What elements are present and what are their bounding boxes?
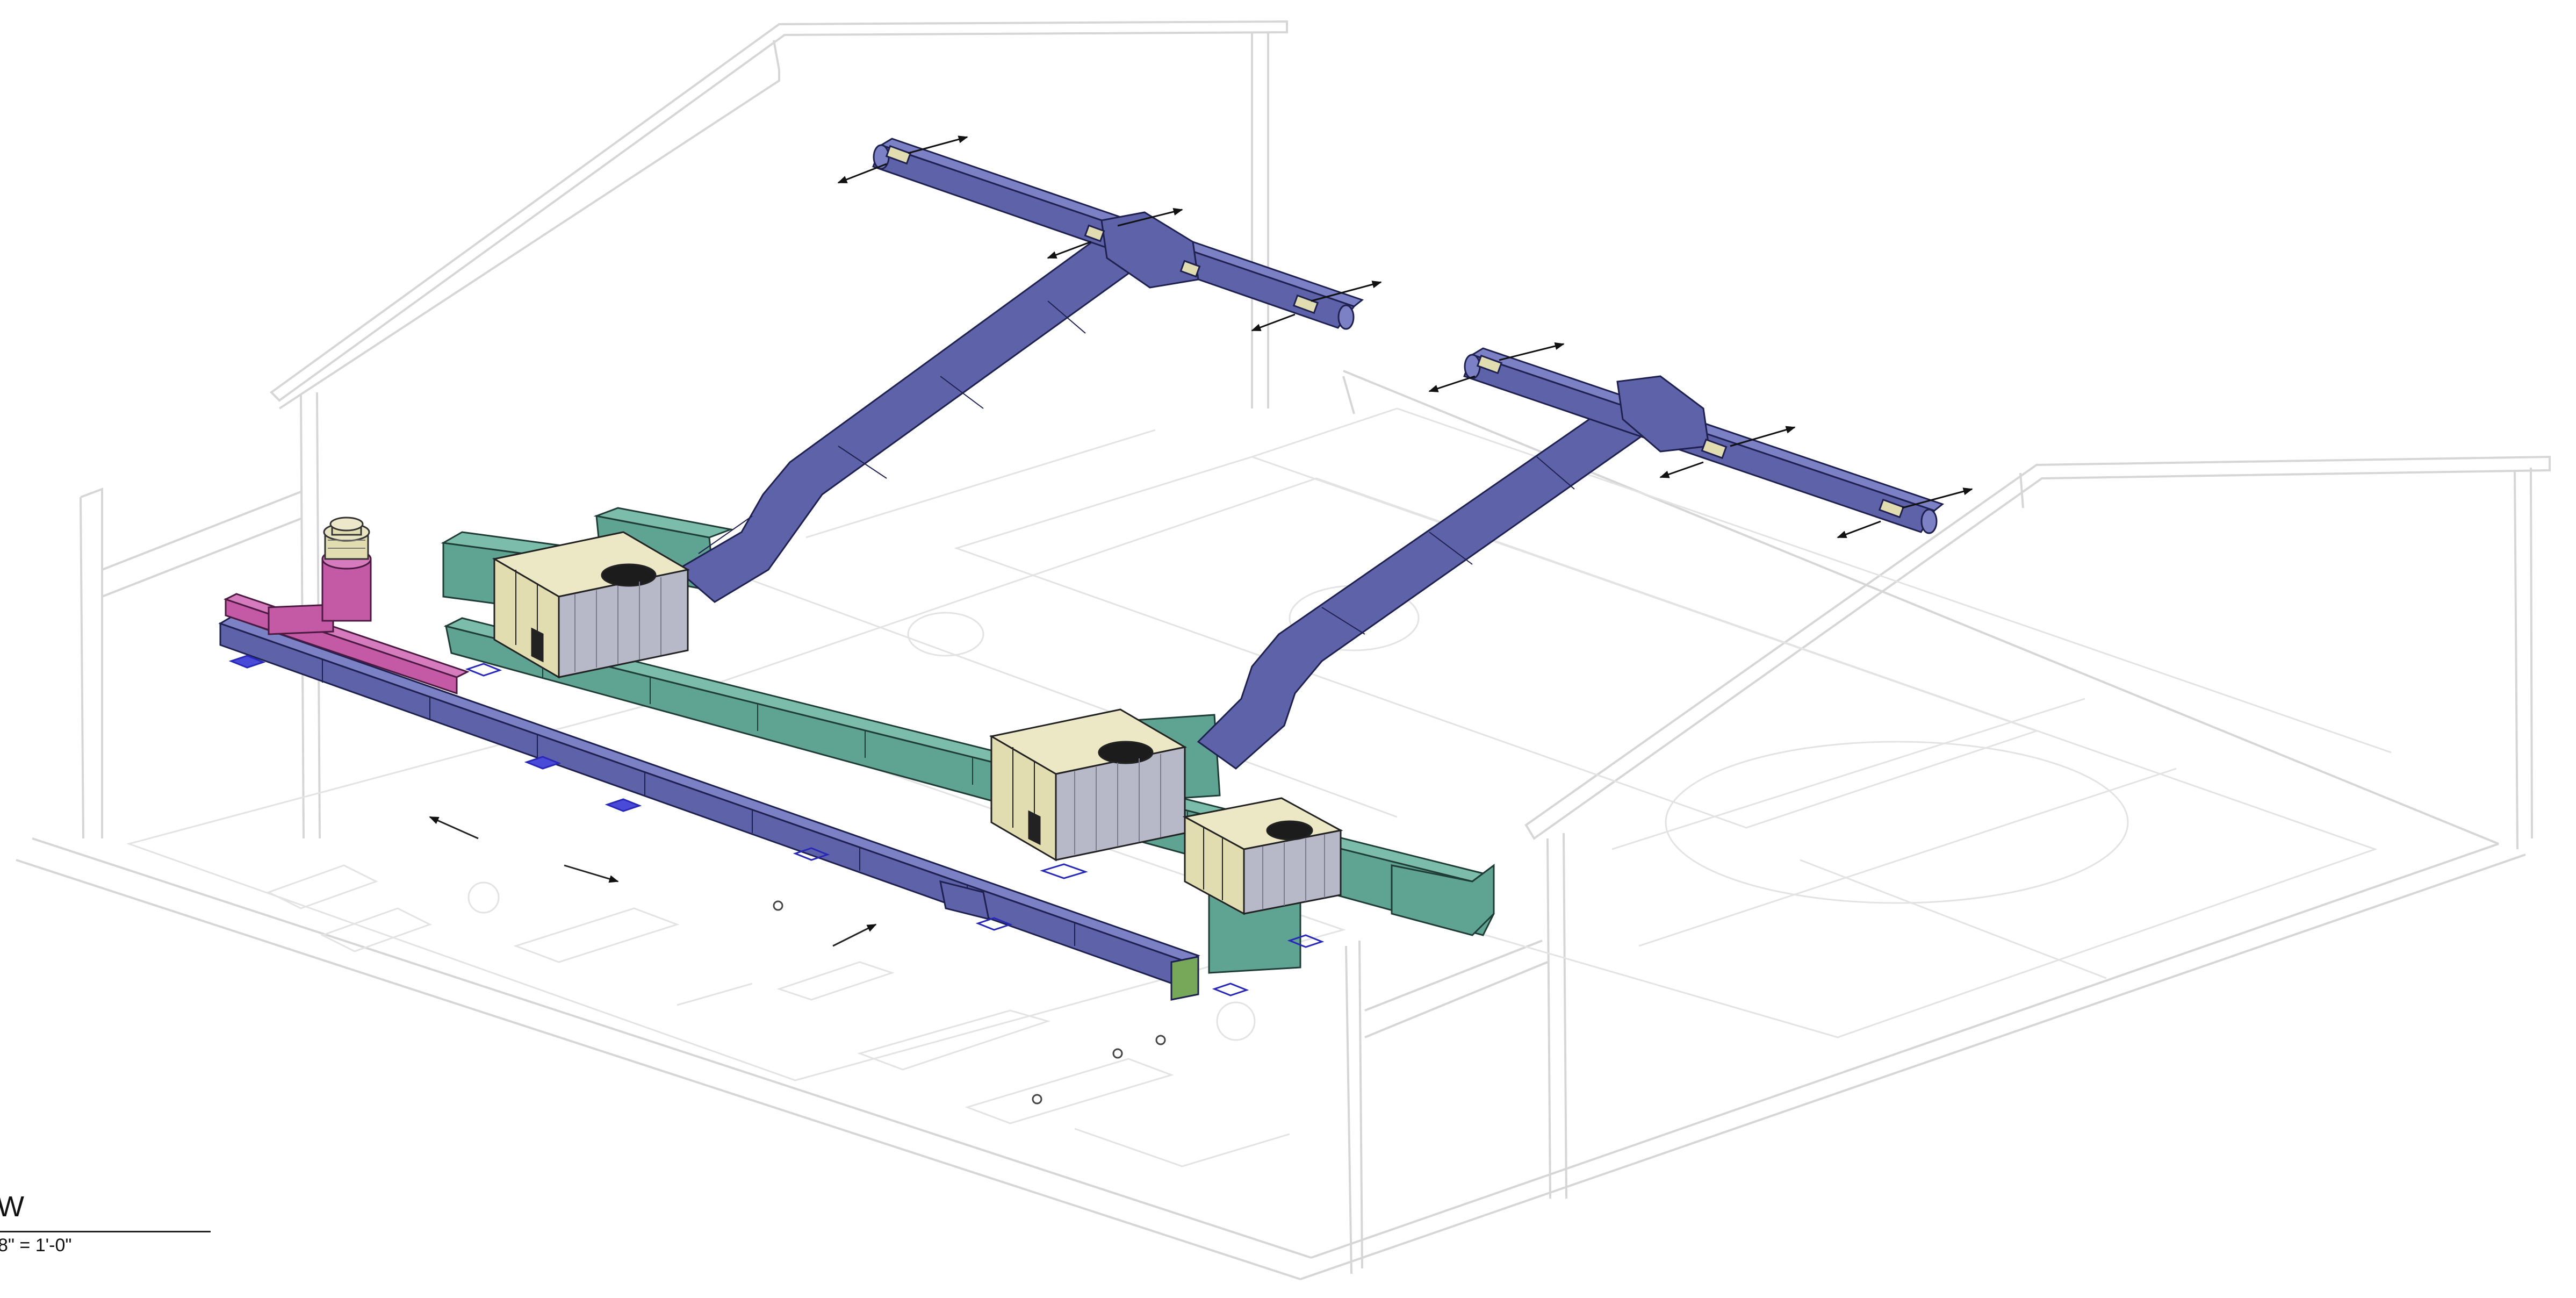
floor-symbols <box>773 900 1166 1105</box>
supply-diffuser-arrows-left <box>837 135 1382 332</box>
ceiling-diffusers <box>228 655 1325 996</box>
exhaust-fan-icon <box>323 517 370 560</box>
view-scale: 8" = 1'-0" <box>0 1235 72 1256</box>
supply-diffuser-arrows-right <box>1428 342 1973 539</box>
view-title-rule <box>0 1231 211 1232</box>
building-shell <box>16 20 2551 1280</box>
supply-riser-left <box>675 230 1152 603</box>
floor-flow-arrows <box>429 816 877 947</box>
supply-branch-right <box>1463 347 1945 534</box>
floor-plan <box>126 407 2392 1167</box>
supply-branch-left <box>872 138 1364 330</box>
rooftop-unit-icon <box>492 531 690 679</box>
view-title: W <box>0 1191 24 1223</box>
rooftop-unit-icon <box>1182 797 1343 915</box>
supply-riser-right <box>1197 391 1667 770</box>
rooftop-unit-icon <box>989 708 1188 862</box>
supply-duct-main <box>218 616 1200 1001</box>
